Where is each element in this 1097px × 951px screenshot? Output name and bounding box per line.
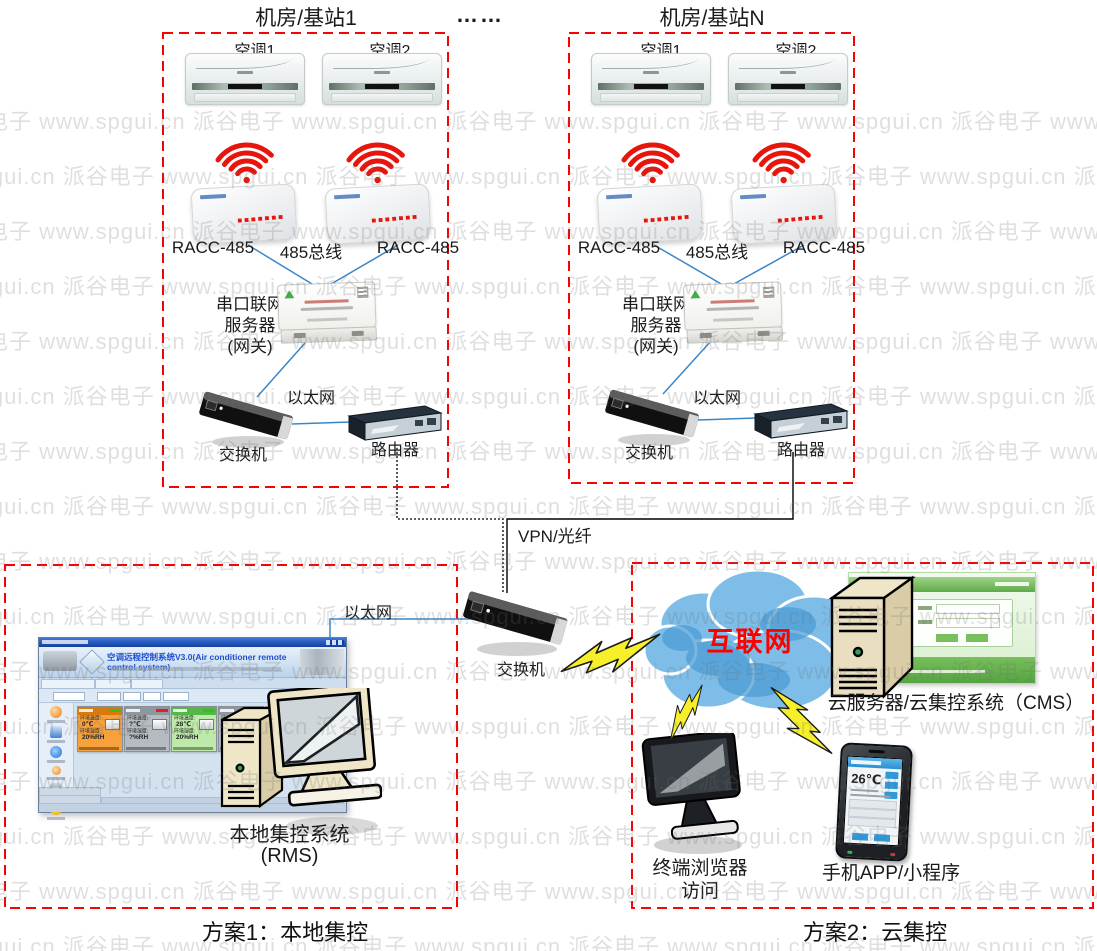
pc-monitor: [267, 688, 382, 807]
window-controls: [326, 640, 344, 645]
internet-label: 互联网: [706, 627, 794, 657]
ellipsis-between-stations: ……: [456, 2, 504, 27]
center-ethernet-label: 以太网: [343, 605, 392, 622]
banner-city-image: [300, 649, 344, 675]
station-title: 机房/基站1: [255, 7, 357, 30]
phone-button-1: [885, 771, 899, 780]
cms-login-form: [911, 599, 1013, 647]
phone-button-2: [884, 781, 899, 790]
cms-login-buttons: [936, 634, 988, 642]
rms-system-label: 本地集控系统: [229, 824, 350, 846]
plan2-caption: 方案2：云集控: [802, 920, 948, 945]
terminal-label-2: 访问: [680, 881, 719, 902]
center-switch-label: 交换机: [496, 662, 545, 679]
vpn-fiber-label: VPN/光纤: [518, 527, 592, 546]
rms-system-sublabel: (RMS): [260, 845, 319, 867]
phone-temperature: 26℃: [850, 770, 882, 788]
laptop-icon: [43, 651, 77, 671]
cms-server-tower: [828, 575, 916, 699]
terminal-monitor: [641, 733, 742, 854]
phone-bottom-buttons: [851, 832, 891, 842]
smartphone: 26℃: [835, 742, 913, 862]
rms-banner: 空调远程控制系统V3.0(Air conditioner remote cont…: [39, 647, 346, 678]
center-switch-device: [463, 591, 568, 656]
phone-label: 手机APP/小程序: [821, 863, 961, 884]
rms-titlebar: [39, 638, 346, 647]
station-title: 机房/基站N: [659, 7, 765, 30]
logo-gem-icon: [79, 649, 105, 675]
plan1-caption: 方案1：本地集控: [201, 920, 369, 945]
phone-app-header: [847, 756, 903, 770]
rms-sidebar: [39, 703, 74, 820]
cms-label: 云服务器/云集控系统（CMS）: [827, 693, 1085, 714]
rms-computer: [220, 688, 382, 835]
phone-app-screen: 26℃: [842, 755, 904, 847]
